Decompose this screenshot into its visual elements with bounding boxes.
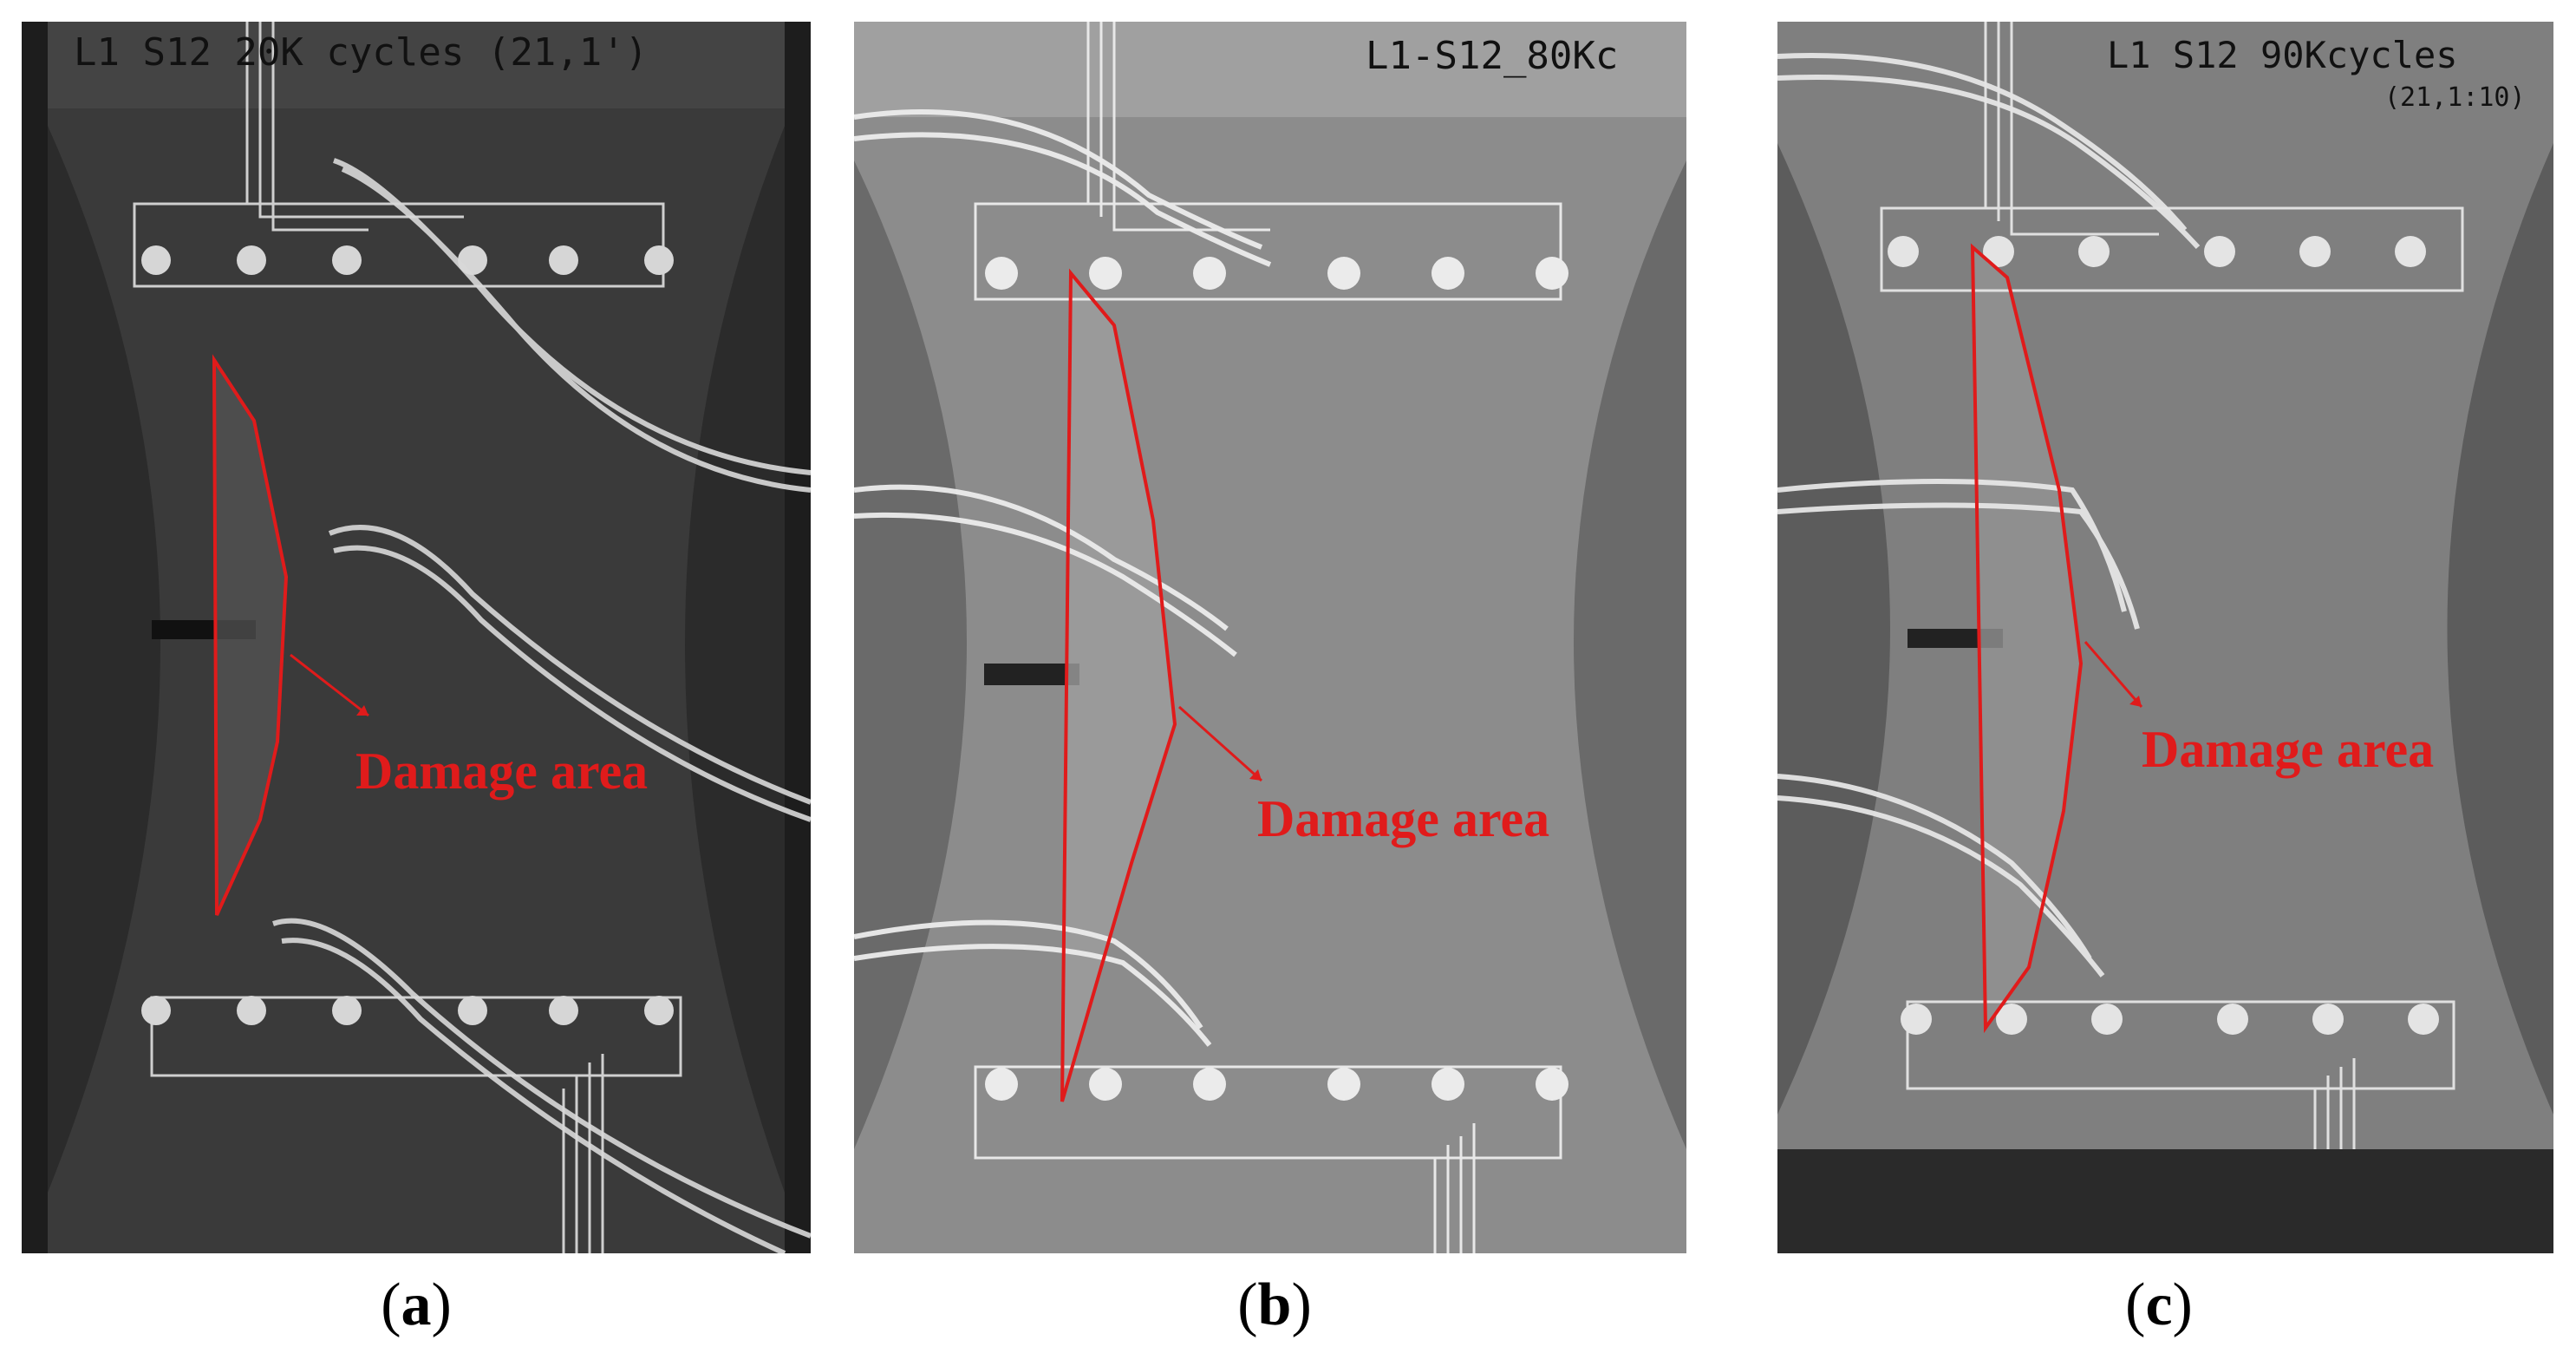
panel-b-caption: (b) xyxy=(1237,1272,1312,1338)
panel-c-photo: L1 S12 90Kcycles (21,1:10) Damage area xyxy=(1777,22,2553,1253)
panel-b-drawing xyxy=(854,22,1686,1253)
panel-a-damage-label: Damage area xyxy=(355,742,649,800)
panel-b-damage-label: Damage area xyxy=(1257,790,1550,847)
panel-b-handwritten-label: L1-S12_80Kc xyxy=(1366,34,1619,78)
panel-a-caption: (a) xyxy=(381,1272,452,1338)
panel-c-damage-label: Damage area xyxy=(2142,721,2435,778)
panel-c-drawing xyxy=(1777,22,2553,1253)
panel-b-photo: L1-S12_80Kc Damage area xyxy=(854,22,1686,1253)
panel-c-handwritten-label: L1 S12 90Kcycles xyxy=(2107,34,2458,76)
panel-c-handwritten-label-2: (21,1:10) xyxy=(2384,82,2526,113)
panel-a-handwritten-label: L1 S12 20K cycles (21,1') xyxy=(74,30,649,75)
panel-c-caption: (c) xyxy=(2125,1272,2193,1338)
panel-a-drawing xyxy=(48,22,811,1253)
panel-a-photo: L1 S12 20K cycles (21,1') Damage area xyxy=(22,22,811,1253)
